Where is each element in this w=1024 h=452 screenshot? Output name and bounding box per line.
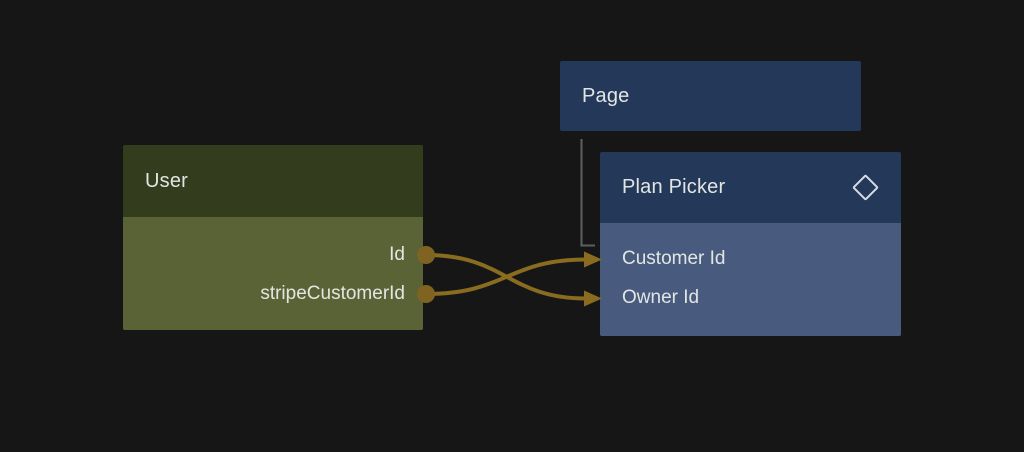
field-stripe-customer-id[interactable]: stripeCustomerId bbox=[260, 283, 405, 304]
edge-id-to-owner-id[interactable] bbox=[425, 253, 587, 301]
node-plan-picker-title: Plan Picker bbox=[622, 176, 726, 198]
node-user-title: User bbox=[145, 169, 189, 192]
field-customer-id[interactable]: Customer Id bbox=[622, 248, 726, 269]
node-user[interactable]: User Id stripeCustomerId bbox=[123, 145, 423, 330]
hierarchy-line-page-to-plan-picker bbox=[580, 139, 595, 247]
edge-stripe-customer-id-to-customer-id[interactable] bbox=[425, 257, 587, 296]
node-page-header[interactable]: Page bbox=[560, 61, 861, 131]
node-plan-picker-header[interactable]: Plan Picker bbox=[600, 152, 901, 223]
node-page[interactable]: Page bbox=[560, 61, 861, 131]
node-plan-picker[interactable]: Plan Picker Customer Id Owner Id bbox=[600, 152, 901, 336]
node-user-body: Id stripeCustomerId bbox=[123, 217, 423, 330]
node-user-header[interactable]: User bbox=[123, 145, 423, 217]
node-page-title: Page bbox=[582, 84, 630, 107]
diamond-icon[interactable] bbox=[852, 174, 879, 201]
field-id[interactable]: Id bbox=[389, 244, 405, 265]
field-owner-id[interactable]: Owner Id bbox=[622, 287, 700, 308]
node-plan-picker-body: Customer Id Owner Id bbox=[600, 223, 901, 336]
